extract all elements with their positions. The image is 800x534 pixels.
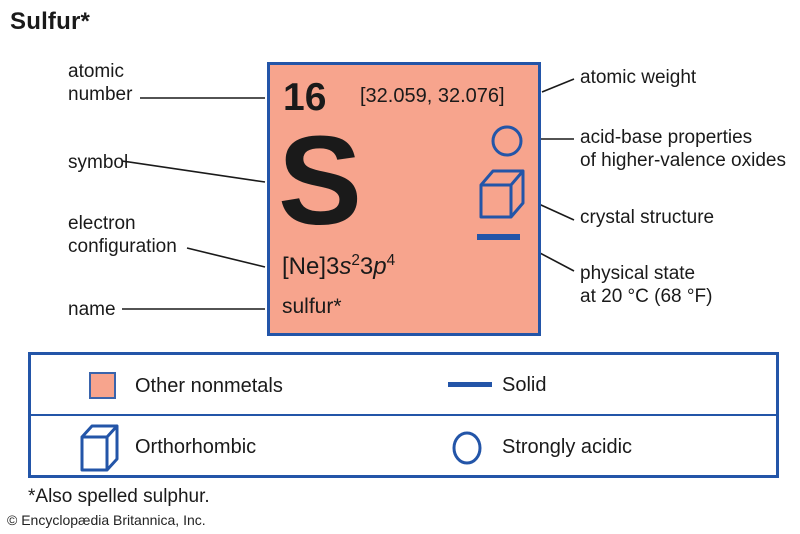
page-title: Sulfur* [10, 8, 91, 35]
legend-divider [31, 414, 776, 416]
solid-line-icon [448, 382, 492, 387]
element-card: 16 [32.059, 32.076] S [Ne]3s23p4 sulfur* [267, 62, 541, 336]
strongly-acidic-circle-icon [452, 431, 482, 465]
copyright: © Encyclopædia Britannica, Inc. [7, 512, 206, 528]
crystal-structure-cube-icon [479, 169, 525, 219]
atomic-weight-value: [32.059, 32.076] [360, 85, 505, 107]
label-atomic-weight: atomic weight [580, 67, 697, 88]
acid-base-circle-icon [491, 125, 523, 157]
physical-state-solid-icon [477, 234, 520, 240]
orthorhombic-cube-icon [80, 424, 119, 472]
label-atomic-number: atomic number [68, 61, 133, 105]
atomic-number-value: 16 [283, 76, 327, 119]
electron-configuration-value: [Ne]3s23p4 [282, 252, 396, 280]
label-crystal-structure: crystal structure [580, 207, 715, 228]
label-symbol: symbol [68, 152, 129, 173]
legend-label-orthorhombic: Orthorhombic [135, 436, 257, 458]
footnote: *Also spelled sulphur. [28, 486, 210, 507]
legend-label-other-nonmetals: Other nonmetals [135, 375, 283, 397]
leader-symbol [121, 160, 266, 183]
label-acid-base-properties: acid-base properties of higher-valence o… [580, 127, 786, 171]
label-electron-configuration: electron configuration [68, 213, 177, 257]
leader-electron-configuration [186, 247, 266, 268]
leader-atomic-weight [541, 78, 575, 93]
element-name: sulfur* [282, 295, 342, 318]
legend-label-solid: Solid [502, 374, 547, 396]
label-physical-state: physical state at 20 °C (68 °F) [580, 263, 713, 307]
legend-box: Other nonmetals Solid Orthorhombic Stron… [28, 352, 779, 478]
label-name: name [68, 299, 116, 320]
legend-label-strongly-acidic: Strongly acidic [502, 436, 633, 458]
element-symbol: S [278, 110, 363, 251]
legend-swatch-other-nonmetals [89, 372, 116, 399]
